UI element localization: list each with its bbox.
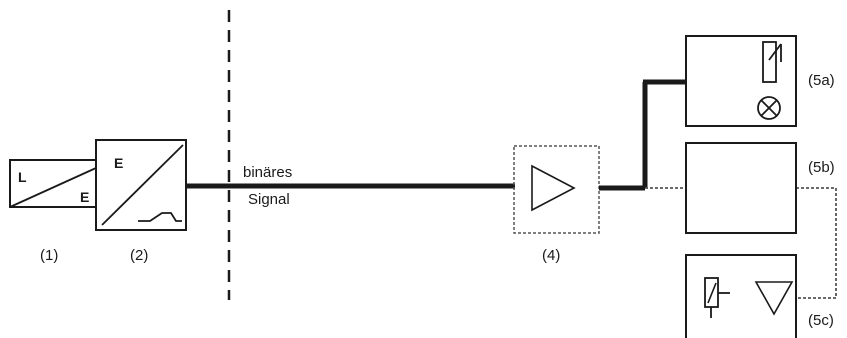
converter-box: [95, 139, 187, 231]
output-label-5a: (5a): [808, 72, 835, 89]
amplifier-triangle: [531, 164, 576, 212]
signal-label-line1: binäres: [243, 164, 293, 181]
output-label-5b: (5b): [808, 159, 835, 176]
switch-symbol: [138, 212, 182, 222]
output-box-5a: [685, 35, 797, 127]
sensor-letter-l: L: [18, 169, 27, 185]
converter-number: (2): [130, 247, 149, 264]
sensor-letter-e: E: [80, 189, 90, 205]
amplifier-box: [513, 145, 600, 234]
lamp-icon: [757, 96, 781, 120]
output-label-5c: (5c): [808, 312, 834, 329]
signal-label-line2: Signal: [248, 191, 290, 208]
dashed-link-5b-5c: [796, 187, 837, 299]
output-wiring: [599, 79, 837, 299]
output-box-5b: [685, 142, 797, 234]
amplifier-number: (4): [542, 247, 561, 264]
solenoid-icon: [762, 41, 777, 83]
output-box-5c: [685, 254, 797, 338]
sensor-number: (1): [40, 247, 59, 264]
triangle-icon: [754, 281, 794, 316]
converter-letter-e: E: [114, 155, 124, 171]
